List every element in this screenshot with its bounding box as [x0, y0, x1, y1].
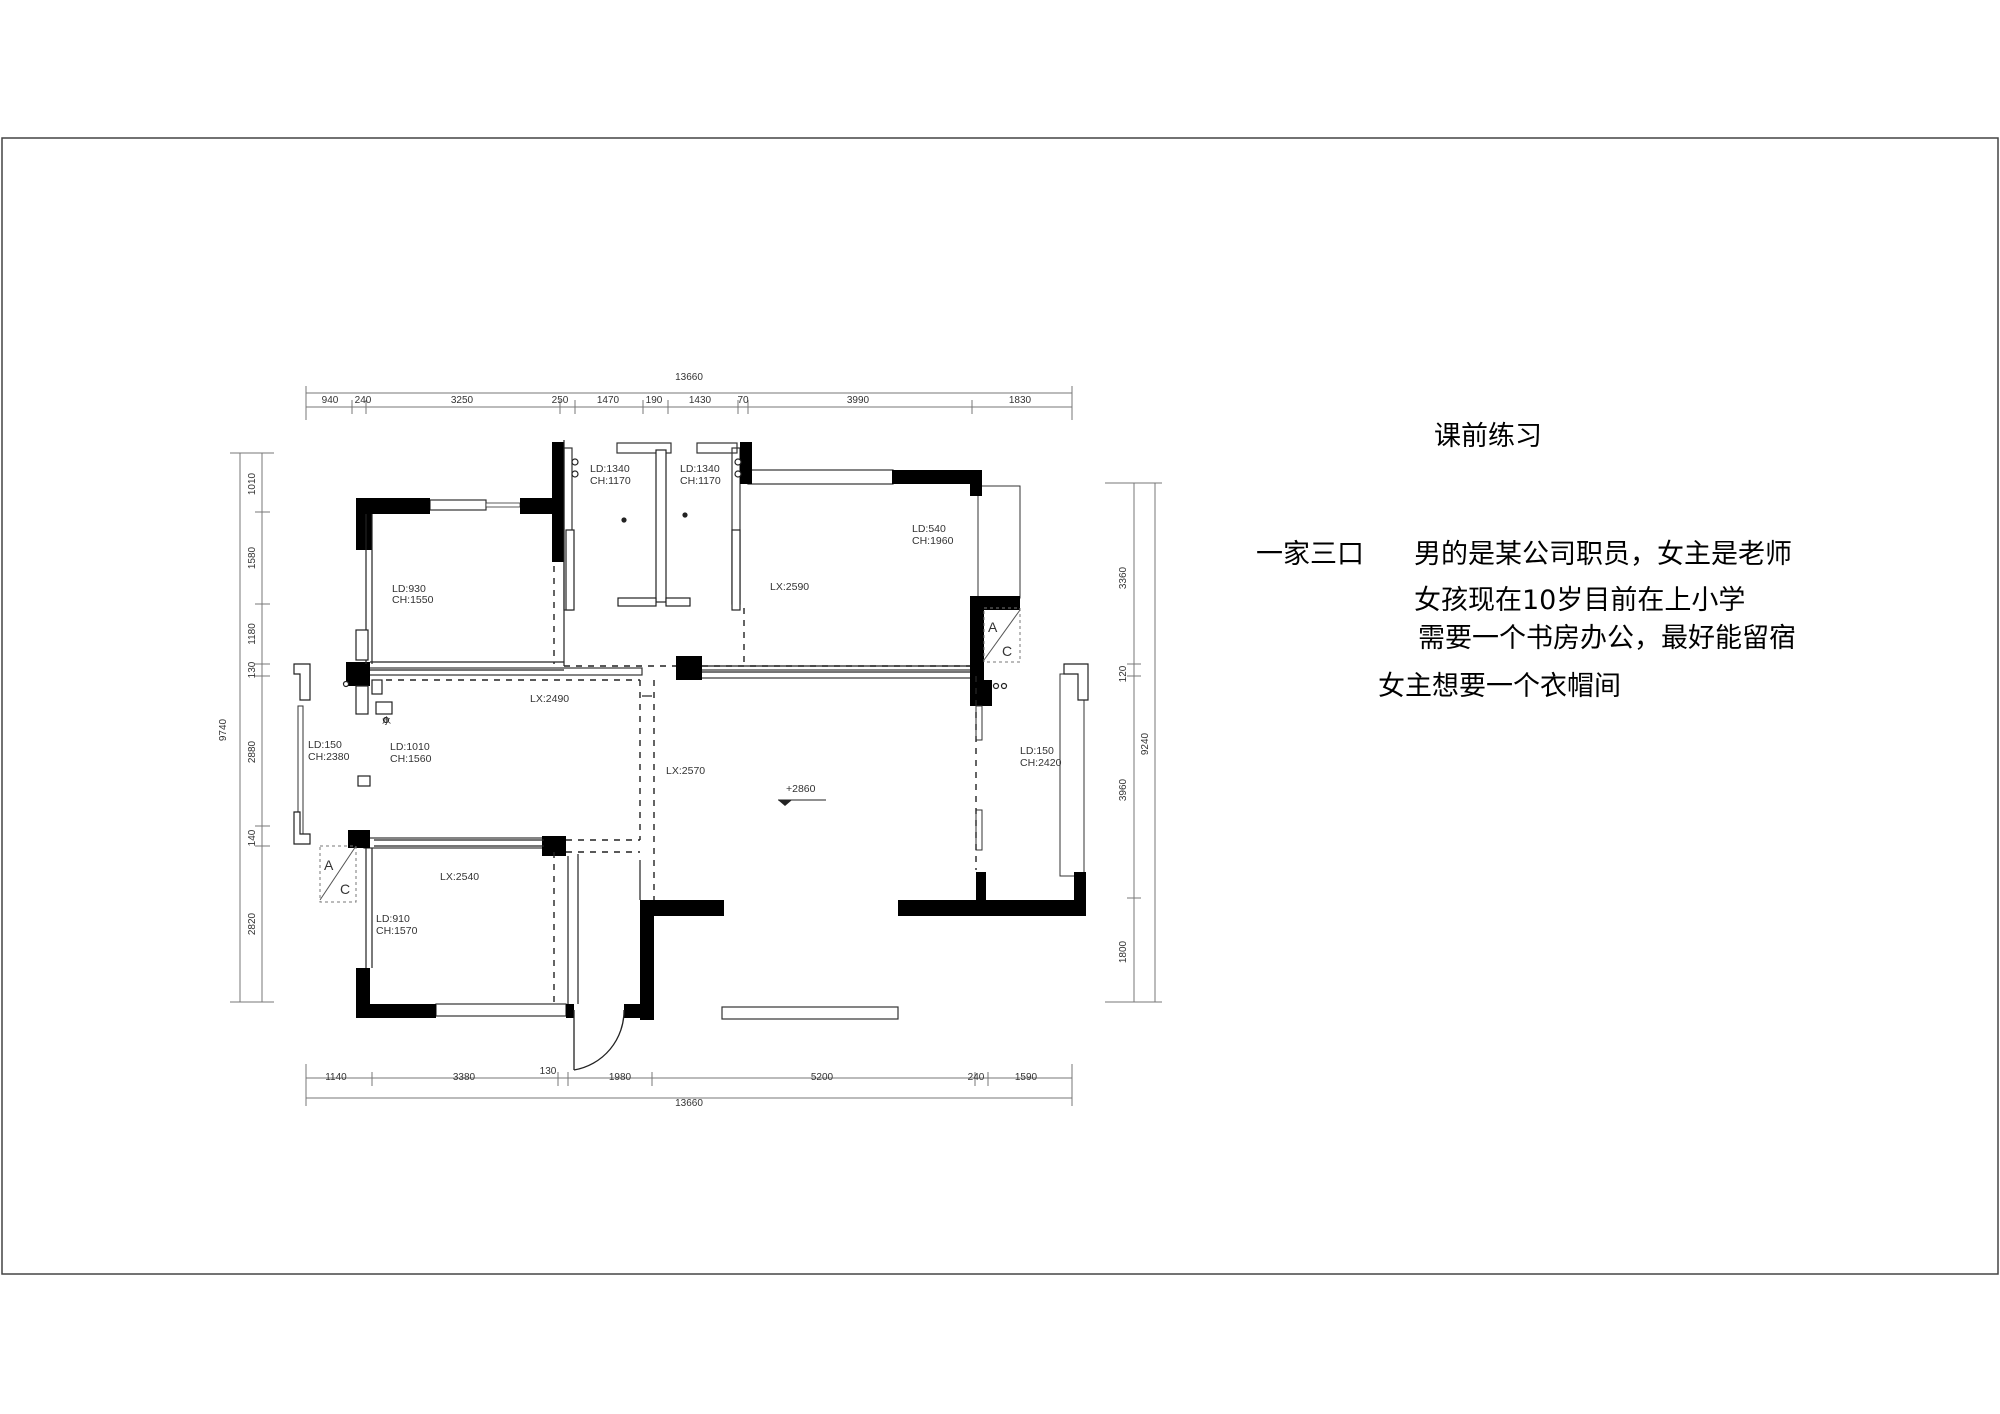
dim-top-seg: 3250 — [451, 395, 474, 406]
notes-title: 课前练习 — [1434, 421, 1542, 452]
dim-top-seg: 1830 — [1009, 395, 1032, 406]
room-ch: CH:1560 — [390, 753, 432, 765]
elevation-marker — [778, 799, 826, 806]
ac-units — [319, 607, 1021, 903]
dim-top-seg: 190 — [646, 395, 663, 406]
water-mark: 水 — [382, 715, 391, 726]
dim-right-seg: 3960 — [1118, 778, 1129, 801]
room-ld: LD:1010 — [390, 741, 430, 753]
dim-top-seg: 1470 — [597, 395, 620, 406]
walls — [346, 442, 1086, 1020]
notes-line1-family: 一家三口 — [1256, 539, 1364, 570]
ac-mark: A — [324, 857, 334, 873]
dim-right-total: 9240 — [1140, 732, 1151, 755]
dim-top-seg: 1430 — [689, 395, 712, 406]
dim-top-seg: 240 — [355, 395, 372, 406]
elevation-label: +2860 — [786, 783, 816, 795]
room-ch: CH:1550 — [392, 594, 434, 606]
dim-top-total: 13660 — [675, 372, 703, 383]
balcony-posts — [293, 629, 1089, 845]
sheet-border — [1, 137, 1999, 1275]
dim-bottom-seg: 3380 — [453, 1072, 476, 1083]
dim-bottom-seg: 5200 — [811, 1072, 834, 1083]
ac-arrows — [319, 609, 1021, 901]
notes-line1-parents: 男的是某公司职员，女主是老师 — [1414, 539, 1792, 570]
dimensions — [230, 386, 1162, 1106]
dim-top-seg: 70 — [737, 395, 749, 406]
room-labels: LD:1340 CH:1170 LD:1340 CH:1170 LD:540 C… — [308, 463, 1062, 937]
room-ld: LD:1340 — [680, 463, 720, 475]
dim-right-seg: 1800 — [1118, 940, 1129, 963]
dim-bottom-seg: 1590 — [1015, 1072, 1038, 1083]
room-ch: CH:2380 — [308, 751, 350, 763]
dim-bottom-total: 13660 — [675, 1098, 703, 1109]
windows — [297, 442, 1085, 1020]
room-ch: CH:1960 — [912, 535, 954, 547]
dimension-labels: 13660 940 240 3250 250 1470 190 1430 70 … — [322, 372, 1038, 1109]
dim-left-total: 9740 — [218, 718, 229, 741]
dim-left-seg: 2820 — [247, 912, 258, 935]
room-ld: LD:150 — [1020, 745, 1054, 757]
room-ld: LD:930 — [392, 583, 426, 595]
room-ch: CH:2420 — [1020, 757, 1062, 769]
bath-fixtures — [342, 449, 1008, 724]
room-ld: LD:150 — [308, 739, 342, 751]
dim-top-seg: 250 — [552, 395, 569, 406]
dim-bottom-seg: 240 — [968, 1072, 985, 1083]
zone-dashes — [386, 566, 977, 1004]
ac-mark: C — [340, 881, 350, 897]
dim-left-seg: 130 — [247, 661, 258, 678]
ac-labels: A C A C — [324, 619, 1012, 897]
dim-bottom-seg: 1140 — [325, 1072, 347, 1083]
dim-left-seg: 1580 — [247, 546, 258, 569]
dim-bottom-seg: 1980 — [609, 1072, 632, 1083]
closet-panels — [975, 705, 983, 851]
notes-line2-child: 女孩现在10岁目前在上小学 — [1414, 585, 1746, 616]
ac-mark: A — [988, 619, 998, 635]
dim-bottom-seg: 130 — [540, 1066, 557, 1077]
room-ch: CH:1570 — [376, 925, 418, 937]
interior-walls — [365, 440, 970, 1004]
dimension-labels-vertical: 9740 1010 1580 1180 130 2880 140 2820 33… — [218, 472, 1151, 963]
lx-label: LX:2540 — [440, 871, 479, 883]
dim-left-seg: 2880 — [247, 740, 258, 763]
dim-left-seg: 1010 — [247, 472, 258, 495]
notes-line3-study: 需要一个书房办公，最好能留宿 — [1418, 623, 1796, 654]
room-ch: CH:1170 — [590, 475, 631, 487]
lx-label: LX:2490 — [530, 693, 569, 705]
dim-left-seg: 1180 — [247, 623, 258, 645]
room-ch: CH:1170 — [680, 475, 721, 487]
dim-left-seg: 140 — [247, 829, 258, 846]
room-ld: LD:910 — [376, 913, 410, 925]
dim-top-seg: 3990 — [847, 395, 870, 406]
entrance-door — [573, 1009, 625, 1071]
notes-line4-closet: 女主想要一个衣帽间 — [1378, 671, 1621, 702]
dim-right-seg: 120 — [1118, 665, 1129, 682]
room-ld: LD:1340 — [590, 463, 630, 475]
lx-label: LX:2570 — [666, 765, 705, 777]
room-ld: LD:540 — [912, 523, 946, 535]
dim-right-seg: 3360 — [1118, 566, 1129, 589]
dim-top-seg: 940 — [322, 395, 339, 406]
ac-mark: C — [1002, 643, 1012, 659]
lx-label: LX:2590 — [770, 581, 809, 593]
